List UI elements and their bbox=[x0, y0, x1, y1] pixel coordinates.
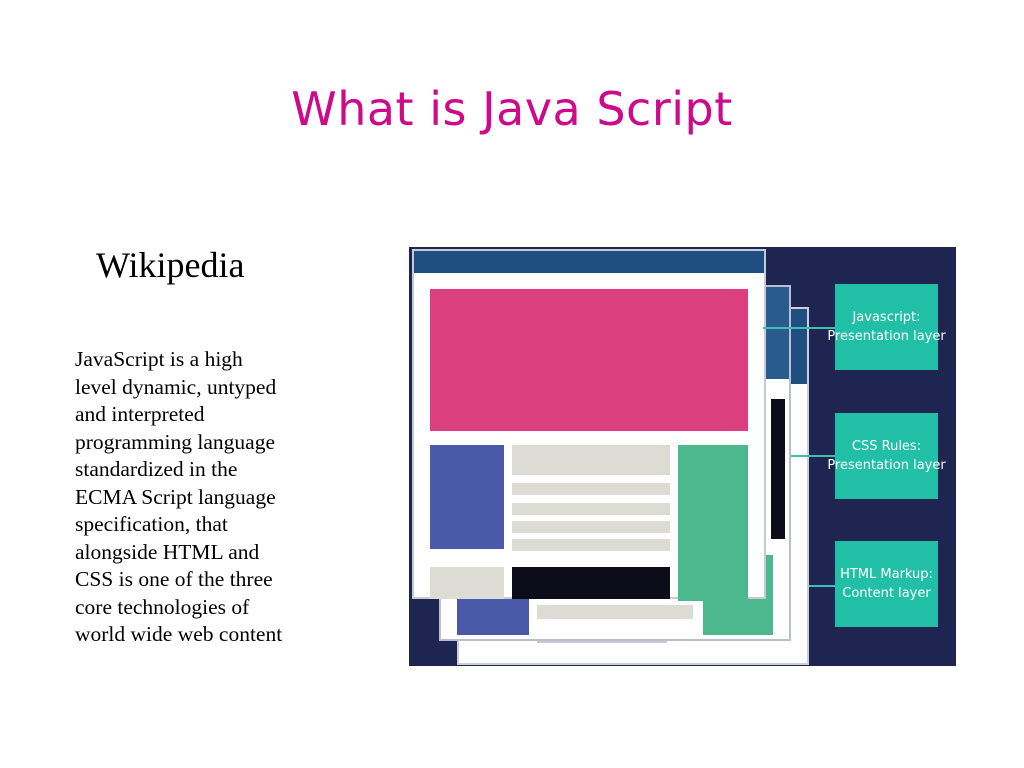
description-line: level dynamic, untyped bbox=[75, 374, 277, 399]
content-text-line bbox=[512, 539, 670, 551]
content-text-line bbox=[512, 503, 670, 515]
description-line: ECMA Script language bbox=[75, 484, 276, 509]
html-label-box: HTML Markup: Content layer bbox=[835, 541, 938, 627]
dark-sidebar-block bbox=[771, 399, 785, 539]
label-subtitle: Content layer bbox=[842, 586, 931, 601]
description-line: programming language bbox=[75, 429, 276, 454]
description-line: and interpreted bbox=[75, 402, 205, 426]
css-connector-line bbox=[791, 455, 835, 457]
javascript-layer-window bbox=[412, 249, 766, 601]
label-subtitle: Presentation layer bbox=[827, 329, 946, 344]
window-title-bar bbox=[414, 251, 764, 273]
description-paragraph: JavaScript is a high level dynamic, unty… bbox=[75, 346, 335, 649]
hero-banner-block bbox=[430, 289, 748, 431]
gray-text-line bbox=[537, 605, 693, 619]
web-layers-illustration: Javascript: Presentation layer CSS Rules… bbox=[409, 247, 956, 666]
content-text-line bbox=[512, 521, 670, 533]
description-line: world wide web content bbox=[75, 622, 283, 646]
html-connector-line bbox=[809, 585, 835, 587]
slide-title: What is Java Script bbox=[291, 82, 733, 136]
content-text-line bbox=[512, 483, 670, 495]
blue-sidebar-block bbox=[430, 445, 504, 549]
footer-dark-block bbox=[512, 567, 670, 599]
footer-gray-block bbox=[430, 567, 504, 599]
description-line: standardized in the bbox=[75, 457, 238, 481]
description-line: JavaScript is a high bbox=[75, 347, 243, 371]
description-line: core technologies of bbox=[75, 594, 250, 619]
footer-text-line bbox=[537, 639, 667, 643]
blue-block bbox=[457, 599, 529, 635]
green-sidebar-block bbox=[678, 445, 748, 601]
label-subtitle: Presentation layer bbox=[827, 458, 946, 473]
label-title: HTML Markup: bbox=[840, 567, 933, 582]
javascript-connector-line bbox=[763, 327, 835, 329]
css-label-box: CSS Rules: Presentation layer bbox=[827, 413, 946, 499]
label-title: CSS Rules: bbox=[851, 439, 922, 454]
source-heading: Wikipedia bbox=[96, 245, 245, 285]
description-line: CSS is one of the three bbox=[75, 567, 273, 591]
content-heading-block bbox=[512, 445, 670, 475]
description-line: alongside HTML and bbox=[75, 539, 260, 564]
javascript-label-box: Javascript: Presentation layer bbox=[827, 284, 946, 370]
description-line: specification, that bbox=[75, 512, 228, 536]
label-title: Javascript: bbox=[852, 310, 921, 325]
